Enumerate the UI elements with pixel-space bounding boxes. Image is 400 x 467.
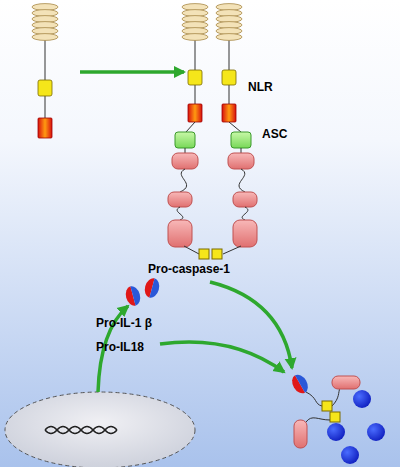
processing-arrow — [160, 342, 284, 372]
pro-caspase-1-part — [184, 246, 199, 254]
active-caspase-1-part — [330, 412, 340, 422]
pro-caspase-1-part — [233, 192, 257, 207]
nlr-monomer — [32, 4, 58, 138]
pro-caspase-1-part — [223, 246, 241, 254]
active-caspase-1-part — [332, 376, 360, 389]
mature-cytokines-part — [341, 446, 359, 464]
asc-adaptor-part — [231, 132, 251, 148]
mature-cytokines-part — [327, 423, 345, 441]
pro-cytokine-icons-part-part — [130, 285, 142, 306]
pro-caspase-1-part — [233, 220, 257, 247]
nucleus-part — [5, 392, 195, 467]
pro-caspase-1-part — [168, 220, 192, 247]
mature-cytokines — [327, 390, 385, 464]
nlr-oligomer-part — [222, 70, 236, 85]
active-caspase-1-part — [306, 418, 330, 422]
nlr-monomer-part — [38, 80, 52, 96]
active-caspase-1-part — [306, 392, 322, 406]
pro-caspase-1-part — [199, 249, 209, 259]
asc-adaptor-part — [175, 132, 195, 148]
cytokine-label: Pro-IL-1 β — [96, 316, 152, 330]
nucleus — [5, 392, 195, 467]
nucleus-part — [45, 427, 117, 434]
pro-cytokine-icons-part — [143, 277, 162, 300]
nlr-oligomer-part — [222, 104, 236, 122]
pro-cytokine-icons-part — [124, 285, 143, 308]
active-caspase-1-part — [332, 388, 340, 406]
pro-caspase-1-part — [180, 169, 187, 192]
nlr-monomer-part — [38, 118, 52, 138]
nlr-oligomer-part — [216, 34, 242, 41]
nlr-monomer-part — [45, 40, 46, 118]
nlr-oligomer-part — [188, 70, 202, 85]
asc-adaptor-part — [241, 148, 242, 153]
pro-caspase-1-part — [239, 169, 245, 192]
asc-adaptor-part — [228, 153, 254, 169]
component-label: Pro-caspase-1 — [148, 262, 230, 276]
activation-arrow — [80, 70, 184, 74]
cytokine-label: Pro-IL18 — [96, 340, 144, 354]
mature-cytokines-part — [353, 390, 371, 408]
pro-caspase-1-part — [212, 249, 222, 259]
pro-cytokine-icons — [124, 277, 162, 308]
active-caspase-1-part — [322, 401, 332, 411]
asc-adaptor-part — [185, 148, 186, 153]
nlr-oligomer — [182, 4, 242, 122]
asc-adaptor-part — [229, 122, 241, 132]
mature-cytokines-part — [367, 423, 385, 441]
pro-caspase-1-part — [177, 207, 183, 220]
nucleus-part — [45, 427, 117, 434]
active-caspase-1-part-part — [295, 372, 311, 393]
pro-cytokine-icons-part-part — [149, 278, 161, 299]
pro-caspase-1-part — [242, 207, 248, 220]
pro-caspase-1-part — [168, 192, 192, 207]
nlr-monomer-part — [32, 34, 58, 41]
active-caspase-1-part — [294, 420, 307, 448]
nlr-oligomer-part — [182, 34, 208, 41]
asc-adaptor-part — [186, 122, 195, 132]
asc-adaptor-part — [172, 153, 198, 169]
component-label: ASC — [262, 127, 287, 141]
pro-caspase-1 — [168, 169, 257, 259]
asc-adaptor — [172, 122, 254, 169]
nlr-oligomer-part — [188, 104, 202, 122]
component-label: NLR — [248, 80, 273, 94]
active-caspase-1 — [289, 372, 360, 448]
